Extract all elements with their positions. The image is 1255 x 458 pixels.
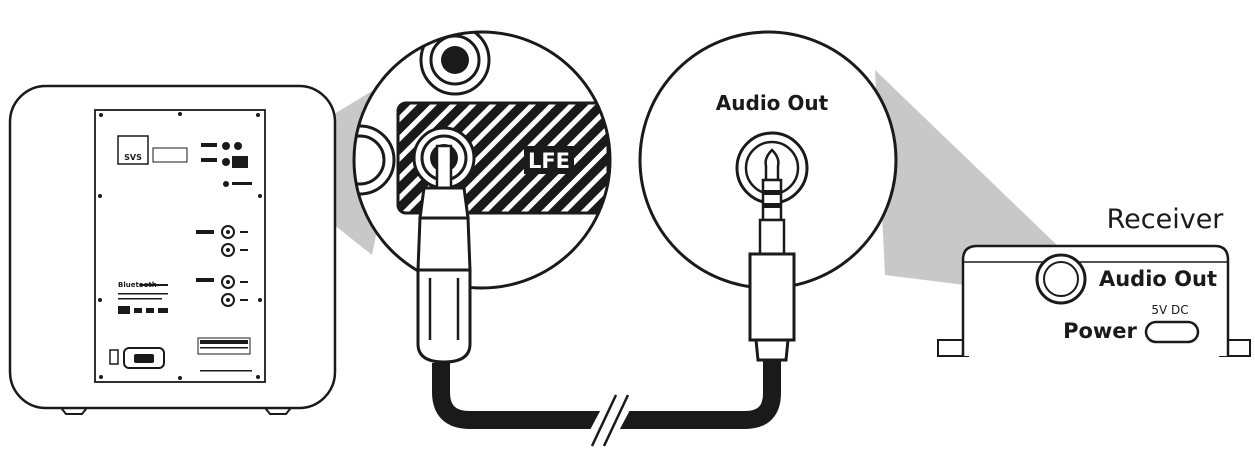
model-label: [152, 147, 188, 163]
lfe-zoom-ring: [352, 30, 612, 290]
caution-label-bar: [200, 340, 248, 344]
panel-power-switch: [109, 349, 119, 365]
mini-jack-plug: [748, 148, 796, 362]
svs-logo-box: [117, 135, 149, 165]
panel-line-inputs: [201, 142, 252, 187]
panel-screws: [98, 112, 262, 380]
cable-break-mark-1: [590, 394, 618, 447]
panel-xlr-inputs: [196, 225, 248, 307]
receiver-power-spec: 5V DC: [1151, 303, 1188, 317]
callout-shadow-receiver: [875, 70, 1085, 300]
receiver-usb-port: [1144, 320, 1200, 344]
panel-footer-text: [200, 370, 252, 372]
subwoofer: SVS: [8, 84, 337, 415]
receiver: Receiver Audio Out 5V DC Power: [937, 204, 1251, 357]
panel-iec-socket: [134, 354, 154, 363]
svs-brand: SVS: [124, 153, 142, 162]
receiver-power-label: Power: [1063, 319, 1137, 343]
cable-break-mark-2: [602, 394, 630, 447]
receiver-audio-out-jack-inner: [1043, 261, 1079, 297]
lfe-label-box: [524, 146, 574, 174]
rca-plug: [416, 144, 472, 364]
bluetooth-label: Bluetooth: [118, 281, 157, 289]
caution-label-text: [200, 347, 248, 349]
panel-fine-print: [118, 284, 168, 314]
receiver-audio-out-label: Audio Out: [1099, 267, 1217, 291]
lfe-label: LFE: [528, 149, 570, 173]
audio-out-zoom-label: Audio Out: [716, 91, 829, 115]
receiver-title: Receiver: [1107, 204, 1225, 235]
